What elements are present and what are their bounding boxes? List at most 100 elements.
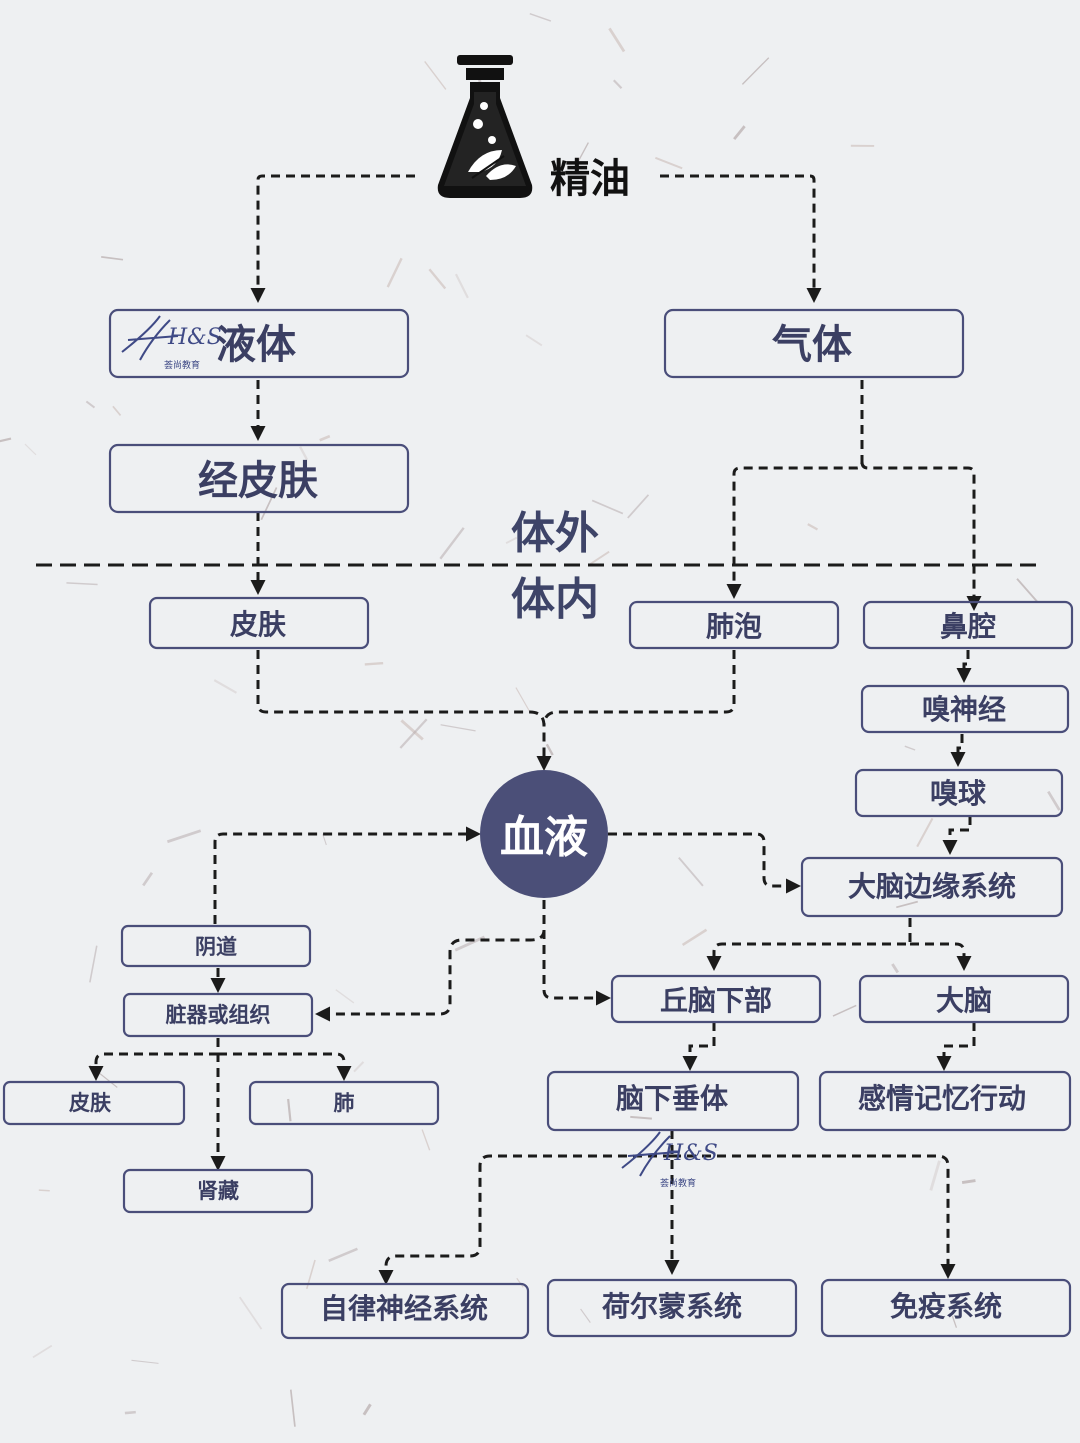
paper-fiber [741, 57, 770, 85]
paper-fiber [101, 256, 124, 261]
node-autonomic-nervous-system: 自律神经系统 [280, 1282, 530, 1340]
paper-fiber [612, 79, 623, 89]
edge-nasal-olfnerve [956, 650, 972, 683]
svg-text:嗅球: 嗅球 [930, 777, 987, 810]
edge-gas-alveoli [726, 380, 864, 599]
edge-oil-gas [660, 174, 822, 303]
svg-text:荷尔蒙系统: 荷尔蒙系统 [602, 1290, 742, 1323]
essential-oil-bottle-icon [437, 55, 533, 198]
paper-fiber [454, 273, 469, 299]
essential-oil-label: 精油 [550, 156, 630, 202]
paper-fiber [896, 900, 919, 909]
svg-text:自律神经系统: 自律神经系统 [320, 1292, 488, 1325]
node-blood: 血液 [480, 770, 608, 898]
node-kidney: 肾藏 [122, 1168, 314, 1214]
svg-text:大脑边缘系统: 大脑边缘系统 [848, 870, 1016, 903]
edge-pituitary-immune [672, 1154, 956, 1279]
edge-organs-skin [88, 1052, 218, 1081]
paper-fiber [24, 443, 37, 456]
paper-fiber [574, 142, 589, 169]
svg-text:阴道: 阴道 [195, 935, 237, 959]
paper-fiber [421, 1129, 431, 1151]
paper-fiber [362, 1403, 372, 1416]
node-pituitary: 脑下垂体 [546, 1070, 800, 1132]
edge-limbic-cerebrum [910, 942, 972, 971]
paper-fiber [238, 1296, 263, 1330]
node-olfactory-nerve: 嗅神经 [860, 684, 1070, 734]
paper-fiber [66, 582, 98, 586]
node-cerebrum: 大脑 [858, 974, 1070, 1024]
paper-fiber [287, 1098, 292, 1122]
node-nasal-cavity: 鼻腔 [862, 600, 1074, 650]
paper-fiber [1047, 790, 1061, 811]
svg-text:皮肤: 皮肤 [230, 608, 287, 641]
paper-fiber [166, 829, 202, 844]
paper-fiber [655, 156, 683, 170]
node-hypothalamus: 丘脑下部 [610, 974, 822, 1024]
paper-fiber [515, 687, 530, 712]
node-lung: 肺 [248, 1080, 440, 1126]
node-hormone-system: 荷尔蒙系统 [546, 1278, 798, 1338]
svg-text:肾藏: 肾藏 [197, 1179, 239, 1203]
svg-text:皮肤: 皮肤 [69, 1091, 112, 1115]
svg-text:液体: 液体 [216, 322, 296, 368]
paper-fiber [505, 536, 518, 544]
paper-fiber [131, 1359, 159, 1364]
edge-organs-lung [218, 1052, 352, 1081]
svg-text:嗅神经: 嗅神经 [922, 693, 1006, 726]
paper-fiber [580, 1308, 591, 1323]
svg-text:肺泡: 肺泡 [706, 610, 762, 643]
svg-text:荟尚教育: 荟尚教育 [164, 359, 200, 371]
edge-cerebrum-emotion [936, 1022, 976, 1071]
svg-text:血液: 血液 [500, 812, 588, 863]
paper-fiber [529, 12, 552, 22]
paper-fiber [260, 487, 278, 521]
paper-fiber [32, 1344, 53, 1359]
paper-fiber [627, 494, 650, 519]
paper-fiber [681, 928, 708, 947]
outside-body-label: 体外 [511, 508, 599, 559]
paper-fiber [630, 1115, 652, 1120]
paper-fiber [516, 1277, 524, 1288]
svg-text:荟尚教育: 荟尚教育 [660, 1177, 696, 1189]
edge-skin-blood [256, 650, 552, 771]
paper-fiber [929, 1160, 941, 1191]
paper-fiber [38, 1189, 50, 1192]
node-immune-system: 免疫系统 [820, 1278, 1072, 1338]
svg-text:免疫系统: 免疫系统 [890, 1290, 1002, 1323]
edge-olfnerve-olfbulb [950, 734, 966, 767]
svg-text:脑下垂体: 脑下垂体 [616, 1082, 729, 1115]
paper-fiber [832, 1004, 857, 1017]
node-vagina: 阴道 [120, 924, 312, 968]
paper-fiber [328, 1247, 358, 1263]
edge-alveoli-blood [542, 650, 736, 727]
paper-fiber [386, 257, 403, 288]
paper-fiber [439, 527, 465, 560]
node-liquid: 液体 [108, 308, 410, 379]
svg-text:气体: 气体 [772, 322, 852, 368]
paper-fiber [399, 718, 428, 749]
paper-fiber [428, 268, 447, 290]
paper-fiber [454, 935, 486, 952]
svg-text:感情记忆行动: 感情记忆行动 [858, 1082, 1026, 1115]
paper-fiber [916, 817, 934, 848]
watermark-logo: H&S 荟尚教育 [121, 315, 222, 371]
watermark-logo: H&S 荟尚教育 [621, 1131, 718, 1189]
node-organs-tissues: 脏器或组织 [122, 992, 314, 1038]
paper-fiber [319, 434, 331, 442]
paper-fiber [951, 1316, 958, 1328]
node-limbic-system: 大脑边缘系统 [800, 856, 1064, 918]
svg-text:H&S: H&S [167, 325, 222, 350]
svg-text:H&S: H&S [663, 1141, 718, 1166]
node-gas: 气体 [663, 308, 965, 379]
node-alveoli: 肺泡 [628, 600, 840, 650]
node-transdermal: 经皮肤 [108, 443, 410, 514]
paper-fiber [733, 125, 746, 140]
paper-fiber [142, 871, 154, 887]
paper-fiber [424, 60, 447, 90]
svg-text:脏器或组织: 脏器或组织 [166, 1003, 271, 1027]
edge-pituitary-autonomic [378, 1154, 672, 1285]
paper-fiber [545, 743, 554, 756]
paper-fiber [322, 834, 327, 846]
paper-fiber [124, 1410, 136, 1415]
